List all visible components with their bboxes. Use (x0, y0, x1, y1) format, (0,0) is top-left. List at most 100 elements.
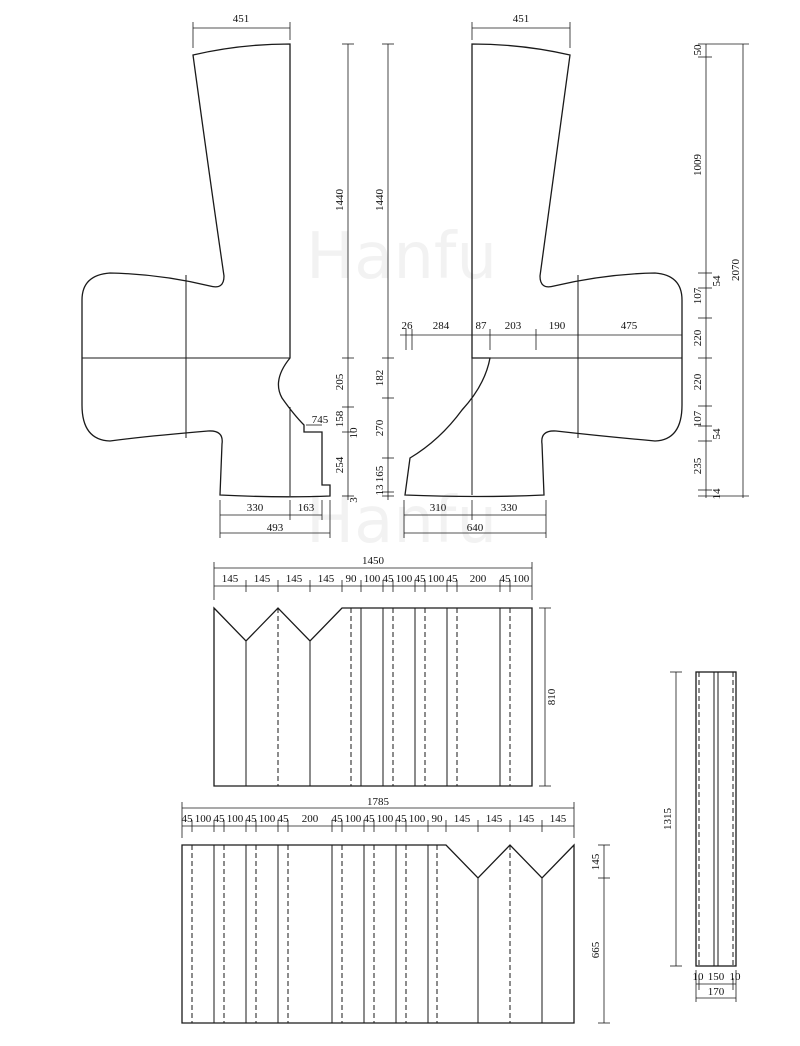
dim-left-bottom-total: 493 (267, 522, 284, 534)
dim-skirt-top-seg: 145 (318, 573, 335, 585)
dim-skirt-top-seg: 100 (513, 573, 530, 585)
watermark: Hanfu (306, 220, 497, 294)
dim-col-7: 54 (711, 428, 723, 440)
dim-col-6: 107 (692, 410, 704, 427)
dim-col-8: 235 (692, 457, 704, 474)
dim-skirt-bottom-seg: 45 (278, 813, 290, 825)
dim-skirt-top-seg: 45 (500, 573, 512, 585)
dim-right-row-5: 475 (621, 320, 638, 332)
watermark: Hanfu (306, 484, 497, 558)
dim-skirt-bottom-seg: 145 (486, 813, 503, 825)
dim-skirt-bottom-seg: 100 (227, 813, 244, 825)
dim-right-bottom-a: 310 (430, 502, 447, 514)
dim-right-bottom-total: 640 (467, 522, 484, 534)
dim-right-row-3: 203 (505, 320, 522, 332)
skirt-panel-top (213, 606, 533, 787)
dim-skirt-bottom-pleat: 145 (590, 853, 602, 870)
dim-col-4: 220 (692, 329, 704, 346)
dim-right-neck-d: 13 (374, 484, 386, 496)
dim-left-neck-e: 3 (348, 497, 360, 503)
dim-skirt-top-seg: 145 (222, 573, 239, 585)
dim-skirt-top-seg: 45 (415, 573, 427, 585)
dim-col-1: 1009 (692, 154, 704, 177)
right-dimension-labels: 451 1440 182 270 165 13 26 284 87 203 19… (374, 13, 638, 534)
dim-skirt-bottom-seg: 45 (182, 813, 194, 825)
right-column-dimension-lines (698, 43, 749, 498)
dim-left-neck-d: 254 (334, 456, 346, 473)
left-bodice-piece (81, 43, 331, 498)
dim-skirt-top-seg: 45 (383, 573, 395, 585)
dim-skirt-top-seg: 100 (428, 573, 445, 585)
dim-skirt-bottom-seg: 100 (259, 813, 276, 825)
skirt-bottom-dimension-lines (181, 802, 610, 1024)
skirt-top-labels: 1450 145 145 145 145 90 100 45 100 45 10… (222, 555, 558, 705)
dim-waistband-part: 10 (730, 971, 742, 983)
waistband-piece (695, 671, 737, 967)
dim-skirt-top-seg: 100 (396, 573, 413, 585)
dim-skirt-bottom-seg: 100 (195, 813, 212, 825)
dim-skirt-top-seg: 200 (470, 573, 487, 585)
dim-waistband-total: 170 (708, 986, 725, 998)
left-dimension-lines (192, 22, 354, 538)
dim-skirt-bottom-total: 1785 (367, 796, 390, 808)
dim-skirt-bottom-seg: 45 (332, 813, 344, 825)
dim-skirt-bottom-seg: 200 (302, 813, 319, 825)
dim-skirt-top-seg: 100 (364, 573, 381, 585)
dim-right-neck-b: 270 (374, 419, 386, 436)
dim-col-5: 220 (692, 373, 704, 390)
right-column-labels: 50 1009 107 54 220 220 107 54 235 14 207… (692, 44, 742, 500)
dim-skirt-bottom-seg: 100 (377, 813, 394, 825)
dim-skirt-bottom-seg: 45 (246, 813, 258, 825)
dim-skirt-bottom-seg: 100 (345, 813, 362, 825)
skirt-panel-bottom (181, 843, 575, 1024)
dim-skirt-top-total: 1450 (362, 555, 385, 567)
skirt-bottom-labels: 1785 45 100 45 100 45 100 45 200 45 100 … (182, 796, 603, 958)
dim-left-height: 1440 (334, 189, 346, 212)
right-bodice-piece (404, 43, 683, 498)
dim-right-neck-a: 182 (374, 370, 386, 387)
skirt-top-dimension-lines (213, 562, 551, 787)
dim-right-row-4: 190 (549, 320, 566, 332)
dim-skirt-top-seg: 145 (254, 573, 271, 585)
dim-skirt-top-seg: 145 (286, 573, 303, 585)
dim-left-bottom-a: 330 (247, 502, 264, 514)
dim-waistband-length: 1315 (662, 808, 674, 831)
dim-skirt-bottom-seg: 45 (214, 813, 226, 825)
dim-left-neck-b: 158 (334, 410, 346, 427)
dim-skirt-bottom-seg: 45 (396, 813, 408, 825)
dim-skirt-bottom-seg: 90 (432, 813, 444, 825)
dim-waistband-part: 150 (708, 971, 725, 983)
waistband-labels: 1315 10 150 10 170 (662, 808, 741, 999)
dim-left-bottom-b: 163 (298, 502, 315, 514)
dim-skirt-top-seg: 90 (346, 573, 358, 585)
dim-col-9: 14 (711, 488, 723, 500)
dim-skirt-top-seg: 45 (447, 573, 459, 585)
left-dimension-labels: 451 1440 205 745 158 10 254 3 330 163 49… (233, 13, 360, 534)
dim-left-neck-a: 745 (312, 414, 329, 426)
dim-right-row-1: 284 (433, 320, 450, 332)
dim-col-3: 54 (711, 275, 723, 287)
dim-skirt-bottom-seg: 145 (518, 813, 535, 825)
dim-left-neck-drop: 205 (334, 373, 346, 390)
dim-right-bottom-b: 330 (501, 502, 518, 514)
dim-waistband-part: 10 (693, 971, 705, 983)
dim-skirt-top-height: 810 (546, 688, 558, 705)
dim-right-top-width: 451 (513, 13, 530, 25)
dim-right-height: 1440 (374, 189, 386, 212)
dim-right-neck-c: 165 (374, 465, 386, 482)
dim-right-row-0: 26 (402, 320, 414, 332)
dim-col-0: 50 (692, 44, 704, 56)
dim-skirt-bottom-height: 665 (590, 941, 602, 958)
dim-skirt-bottom-seg: 45 (364, 813, 376, 825)
dim-skirt-bottom-seg: 145 (550, 813, 567, 825)
dim-right-row-2: 87 (476, 320, 488, 332)
right-dimension-lines (382, 22, 683, 538)
dim-left-top-width: 451 (233, 13, 250, 25)
dim-col-2: 107 (692, 287, 704, 304)
dim-overall-height: 2070 (730, 259, 742, 282)
waistband-dimension-lines (670, 671, 737, 1002)
dim-skirt-bottom-seg: 145 (454, 813, 471, 825)
dim-skirt-bottom-seg: 100 (409, 813, 426, 825)
